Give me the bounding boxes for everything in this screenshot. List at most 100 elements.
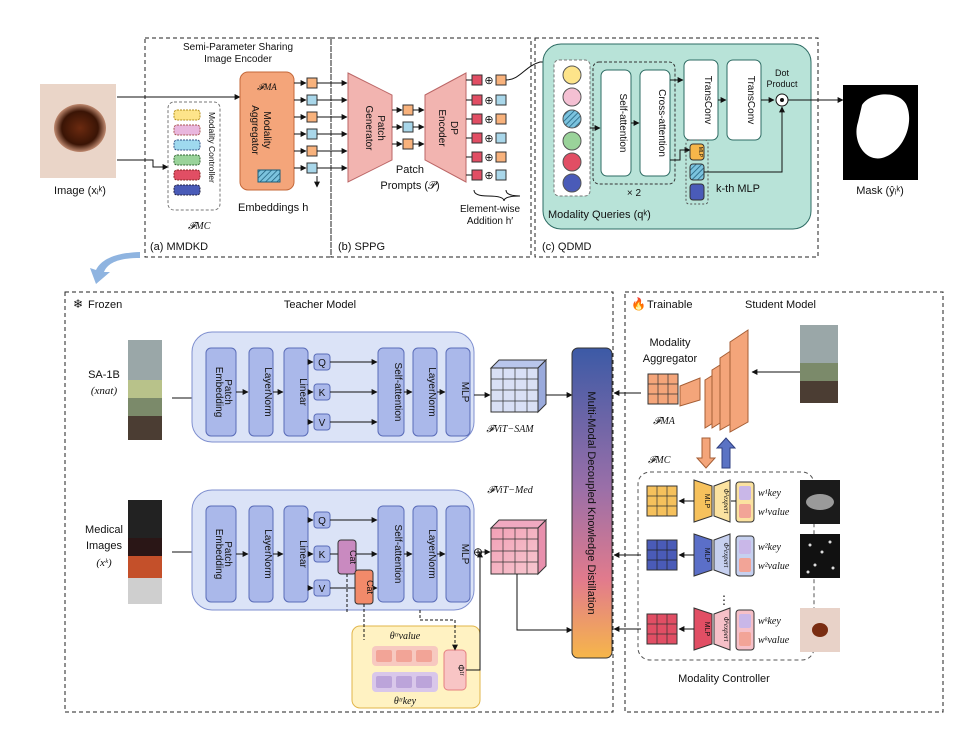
medical-images [128,500,162,604]
embeddings-label: Embeddings h [238,202,308,214]
med-mlp-block [445,505,471,603]
sam-layernorm-2-label: LayerNorm [426,367,437,416]
sam-layernorm-1-label: LayerNorm [262,367,273,416]
student-frame [624,291,944,713]
student-title: Student Model [745,299,816,311]
patch-generator: Patch Generator [347,72,393,183]
svg-text:⊕: ⊕ [473,545,483,559]
svg-text:⊕: ⊕ [484,170,493,182]
svg-text:⊕: ⊕ [484,133,493,145]
ellipsis-icon: ⋮ [718,593,730,607]
sppg-section-label: (b) SPPG [338,241,385,253]
med-patch-embedding-label: Patch [222,541,233,567]
transconv-2: TransConv [726,59,762,141]
sam-q-label: Q [318,358,326,369]
frozen-label: Frozen [88,299,122,311]
teacher-title: Teacher Model [284,299,356,311]
student-ma-symbol: 𝓕MA [653,416,676,427]
dot-product-2: Product [766,79,798,89]
modality-controller-small: Modality Controller [167,101,221,211]
svg-text:⊕: ⊕ [484,75,493,87]
sa1b-images [128,340,162,440]
patch-prompt-tokens [392,104,425,150]
med-patch-embedding-label-2: Embedding [213,529,224,580]
modality-queries [553,59,591,197]
sppg-frame [330,37,532,258]
dp-encoder: DP Encoder [424,72,467,183]
modality-aggregator-top: 𝓕MA Modality Aggregator [239,71,295,191]
dot-product-1: Dot [775,68,790,78]
phi-1: Φ¹expert [722,489,730,515]
vit-med-label: 𝓕ViT−Med [487,485,534,496]
w-value-2: w²value [758,561,790,572]
cat-label-1: Cat [348,550,358,565]
medical-label-2: Images [86,540,123,552]
med-layernorm-1-label: LayerNorm [262,529,273,578]
w-value-1: w¹value [758,507,790,518]
image-label: Image (xᵢᵏ) [54,185,106,197]
sam-mlp-block [445,347,471,437]
controller-vertical-label: Modality Controller [207,112,217,183]
phi-k: Φᵏexpert [722,617,730,643]
cat-label-2: Cat [365,580,375,595]
med-layernorm-2-label: LayerNorm [426,529,437,578]
sam-mlp-label: MLP [459,382,470,403]
w-key-2: w²key [758,542,782,553]
mc-symbol-top: 𝓕MC [188,221,211,232]
repeat-label: × 2 [627,188,642,199]
svg-text:⊕: ⊕ [484,114,493,126]
student-mc-symbol: 𝓕MC [648,455,671,466]
mask-label: Mask (ŷᵢᵏ) [856,185,904,197]
w-key-k: wᵏkey [758,616,781,627]
phi-2: Φ²expert [722,543,730,569]
up-arrow [715,437,737,469]
sa1b-label-2: (xnat) [91,385,118,397]
aggregator-label-1: Modality [261,111,272,148]
expert-row-2: MLP Φ²expert w²key w²value [646,533,840,578]
student-aggregator-2: Aggregator [643,353,698,365]
sam-self-attention-label: Self-attention [392,363,403,422]
mlp-k: MLP [703,622,710,637]
mmdkd-title-2: Image Encoder [204,54,272,65]
cat-blocks: Cat Cat [337,539,375,605]
theta-value-label: θᵗʳvalue [390,631,421,642]
student-aggregator-1: Modality [650,337,691,349]
teacher-frame [64,291,614,713]
dp-encoder-label-1: DP [448,121,459,135]
kth-mlp-label: k-th MLP [716,183,760,195]
elementwise-addition: ⊕ ⊕ ⊕ ⊕ ⊕ ⊕ [466,61,643,202]
fire-icon: 🔥 [631,297,646,311]
theta-key-label: θᵗʳkey [394,696,417,707]
qdmd-cross-attention: Cross-attention [656,89,667,157]
svg-text:⊕: ⊕ [484,152,493,164]
transconv-label-2: TransConv [745,76,756,125]
med-v-label: V [319,584,326,595]
sam-v-label: V [319,418,326,429]
embedding-tokens [294,77,348,188]
vit-med-feature [489,518,548,576]
snowflake-icon: ❄ [73,297,83,311]
medical-label-1: Medical [85,524,123,536]
flow-arrow [90,252,140,284]
sam-patch-embedding-label: Patch [222,379,233,405]
student-ma-feature [647,373,679,405]
w-key-1: w¹key [758,488,782,499]
med-q-label: Q [318,516,326,527]
attention-loop-box [592,61,676,185]
med-self-attention-label: Self-attention [392,525,403,584]
vit-sam-label: 𝓕ViT−SAM [486,424,534,435]
medical-label-3: (xᵏ) [96,557,112,569]
queries-label: Modality Queries (qᵏ) [548,209,651,221]
elementwise-1: Element-wise [460,204,520,215]
qdmd-frame [534,37,819,258]
student-controller-label: Modality Controller [678,673,770,685]
output-mask [843,85,918,180]
elementwise-2: Addition h′ [467,216,513,227]
self-attention-block: Self-attention [600,69,632,177]
ma-symbol-top: 𝓕MA [257,82,277,92]
teacher-adapter-panel: Φᵗʳ [351,625,481,709]
sa1b-label-1: SA-1B [88,369,120,381]
patch-generator-label-2: Generator [363,105,374,151]
